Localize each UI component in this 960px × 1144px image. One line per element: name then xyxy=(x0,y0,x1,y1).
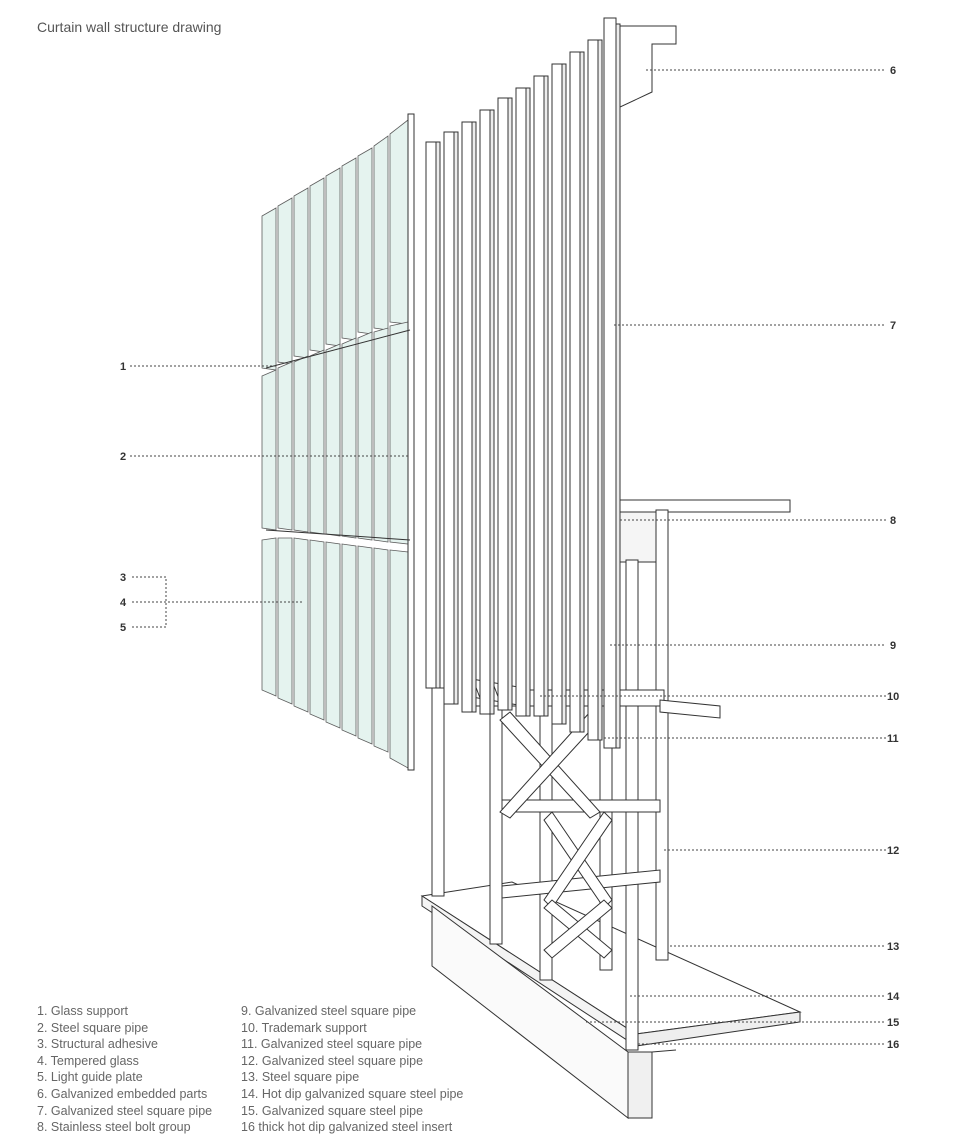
callout-11: 11 xyxy=(887,733,899,745)
glass-panels xyxy=(261,119,409,769)
legend-item: 2. Steel square pipe xyxy=(37,1020,149,1035)
legend-item: 7. Galvanized steel square pipe xyxy=(37,1103,213,1118)
callout-6: 6 xyxy=(890,65,896,77)
callout-4: 4 xyxy=(120,597,127,609)
legend-item: 5. Light guide plate xyxy=(37,1070,143,1085)
callout-2: 2 xyxy=(120,451,126,463)
legend-item: 16 thick hot dip galvanized steel insert xyxy=(241,1120,453,1135)
callout-1: 1 xyxy=(120,361,126,373)
callout-16: 16 xyxy=(887,1039,899,1051)
diagram-title: Curtain wall structure drawing xyxy=(37,19,222,35)
callout-7: 7 xyxy=(890,320,896,332)
legend-item: 15. Galvanized square steel pipe xyxy=(241,1103,424,1118)
leader-lines xyxy=(130,69,886,1045)
callout-13: 13 xyxy=(887,941,899,953)
legend-item: 4. Tempered glass xyxy=(37,1053,139,1068)
callout-14: 14 xyxy=(887,991,900,1003)
legend-item: 8. Stainless steel bolt group xyxy=(37,1120,191,1135)
callout-numbers: 1 2 3 4 5 6 7 8 9 10 11 12 13 14 15 16 xyxy=(120,65,900,1051)
legend-item: 10. Trademark support xyxy=(241,1020,367,1035)
vertical-steel-pipes xyxy=(425,17,621,749)
top-embedded-channel xyxy=(617,25,677,109)
callout-3: 3 xyxy=(120,572,126,584)
callout-5: 5 xyxy=(120,622,126,634)
callout-10: 10 xyxy=(887,691,899,703)
callout-15: 15 xyxy=(887,1017,899,1029)
legend-item: 14. Hot dip galvanized square steel pipe xyxy=(241,1086,464,1101)
callout-8: 8 xyxy=(890,515,896,527)
legend-item: 12. Galvanized steel square pipe xyxy=(241,1053,424,1068)
legend-item: 9. Galvanized steel square pipe xyxy=(241,1004,417,1018)
upper-slab xyxy=(611,499,791,563)
legend-item: 6. Galvanized embedded parts xyxy=(37,1086,208,1101)
legend-right-column: 9. Galvanized steel square pipe 10. Trad… xyxy=(241,1003,463,1136)
legend-item: 11. Galvanized steel square pipe xyxy=(241,1037,423,1052)
legend-left-column: 1. Glass support 2. Steel square pipe 3.… xyxy=(37,1003,212,1136)
glass-support-pipe xyxy=(265,113,415,771)
legend-item: 1. Glass support xyxy=(37,1004,129,1018)
legend-item: 3. Structural adhesive xyxy=(37,1037,158,1052)
legend-item: 13. Steel square pipe xyxy=(241,1070,360,1085)
callout-9: 9 xyxy=(890,640,896,652)
callout-12: 12 xyxy=(887,845,899,857)
steel-truss-frame xyxy=(431,509,721,1051)
